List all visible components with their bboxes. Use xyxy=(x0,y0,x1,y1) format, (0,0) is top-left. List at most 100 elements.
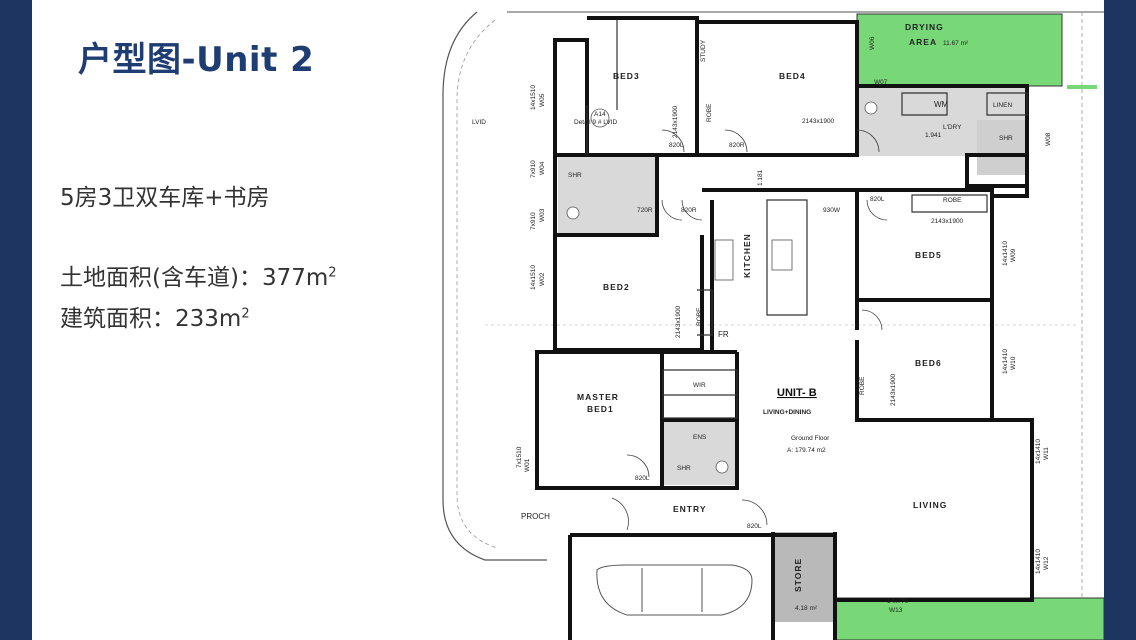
room-label-bed1: BED1 xyxy=(587,404,614,414)
cooktop-icon xyxy=(714,239,734,281)
store-size: 4.18 m² xyxy=(795,605,818,612)
robe-label-bed2: ROBE xyxy=(696,307,703,326)
slide: 户型图-Unit 2 5房3卫双车库+书房 土地面积(含车道)：377m2 建筑… xyxy=(32,0,1104,640)
detail-marker-icon xyxy=(590,108,610,128)
window-tag-w04: W04 xyxy=(539,161,546,175)
room-label-wm: WM xyxy=(934,100,949,109)
window-tag-w09: W09 xyxy=(1010,248,1017,262)
window-size-tag: 14x1410 xyxy=(1002,241,1009,266)
room-label-porch: PROCH xyxy=(521,512,550,521)
room-label-bed5: BED5 xyxy=(915,250,942,260)
window-size-label: 2143x1900 xyxy=(890,373,897,406)
window-tag-w03: W03 xyxy=(539,208,546,222)
window-size-tag: 14x1410 xyxy=(1035,549,1042,574)
store-fill xyxy=(773,532,835,622)
shr-label-1: SHR xyxy=(568,172,582,179)
room-label-drying-area: AREA xyxy=(909,37,937,47)
page-title: 户型图-Unit 2 xyxy=(78,40,315,80)
ensuite-fill xyxy=(662,420,737,485)
land-area-text: 土地面积(含车道)：377m xyxy=(60,265,329,291)
door-label: 930W xyxy=(823,207,841,214)
shr-label-2: SHR xyxy=(999,135,1013,142)
drying-area-fill xyxy=(856,13,1063,87)
floor-plan: BED3 BED4 STUDY DRYING AREA 11.67 m² WM … xyxy=(437,0,1104,640)
land-area: 土地面积(含车道)：377m2 xyxy=(60,258,337,292)
room-label-store: STORE xyxy=(793,558,803,592)
window-size-label: 2143x1900 xyxy=(672,105,679,138)
room-label-study: STUDY xyxy=(700,39,707,62)
window-size-tag: 14x1410 xyxy=(1002,349,1009,374)
window-size-tag: 7x1510 xyxy=(516,446,523,468)
window-size-tag: 7x910 xyxy=(530,212,537,230)
window-tag-w08: W08 xyxy=(1045,132,1052,146)
floor-plan-drawing: BED3 BED4 STUDY DRYING AREA 11.67 m² WM … xyxy=(442,11,1104,640)
garden-area-fill xyxy=(834,597,1104,640)
door-label: 820R xyxy=(681,207,697,214)
thin-walls xyxy=(586,20,1028,419)
drying-area-size: 11.67 m² xyxy=(943,40,969,47)
door-label: 820L xyxy=(747,523,762,530)
detail-marker-text: Detail 9 # LVID xyxy=(574,119,618,126)
room-label-kitchen: KITCHEN xyxy=(742,233,752,278)
shr-fill xyxy=(977,120,1027,175)
window-tags: W01 W02 W03 W04 W05 W06 W07 W08 W09 W10 … xyxy=(516,36,1052,614)
room-label-drying: DRYING xyxy=(905,22,944,32)
hall-dim: 1.181 xyxy=(757,169,764,186)
room-label-laundry: L'DRY xyxy=(943,124,962,131)
room-label-bed4: BED4 xyxy=(779,71,806,81)
building-area: 建筑面积：233m2 xyxy=(60,299,250,333)
sink-icon xyxy=(771,239,793,271)
window-tag-w11: W11 xyxy=(1043,447,1050,460)
room-label-bed2: BED2 xyxy=(603,282,630,292)
ground-floor-area: A: 179.74 m2 xyxy=(787,447,826,454)
room-summary: 5房3卫双车库+书房 xyxy=(60,185,270,211)
bathroom-fill xyxy=(558,155,658,233)
room-label-living: LIVING xyxy=(913,500,947,510)
toilet-icon xyxy=(864,101,878,115)
robe-label-bed4: ROBE xyxy=(706,103,713,122)
door-label: 820L xyxy=(669,142,684,149)
toilet-icon xyxy=(715,460,729,474)
door-label: 820R xyxy=(729,142,745,149)
door-label: 820L xyxy=(870,196,885,203)
window-tag-w05: W05 xyxy=(539,93,546,107)
window-size-label: 2143x1900 xyxy=(675,305,682,338)
laundry-dim: 1.941 xyxy=(925,132,942,139)
window-size-label: 2143x1900 xyxy=(802,118,835,125)
car-icon xyxy=(596,564,753,616)
building-area-unit-sup: 2 xyxy=(241,306,250,322)
room-label-bed6: BED6 xyxy=(915,358,942,368)
window-tag-w13: W13 xyxy=(889,607,903,614)
window-tag-w10: W10 xyxy=(1010,356,1017,370)
green-strip xyxy=(1067,85,1097,89)
room-label-bed3: BED3 xyxy=(613,71,640,81)
door-label: 720R xyxy=(637,207,653,214)
window-tag-w02: W02 xyxy=(539,272,546,286)
lot-boundary xyxy=(442,11,547,561)
room-label-linen: LINEN xyxy=(993,102,1012,109)
room-label-master: MASTER xyxy=(577,392,619,402)
robe-label-bed5: ROBE xyxy=(943,197,962,204)
door-label: 820L xyxy=(635,475,650,482)
lvid-label: LVID xyxy=(472,119,486,126)
unit-label: UNIT- B xyxy=(777,387,817,399)
window-size-tag: 14x770 xyxy=(887,598,909,605)
land-area-unit-sup: 2 xyxy=(328,265,337,281)
window-size-tag: 7x910 xyxy=(530,160,537,178)
window-size-tag: 14x1510 xyxy=(530,85,537,110)
ground-floor-label: Ground Floor xyxy=(791,435,830,442)
toilet-icon xyxy=(566,206,580,220)
window-tag-w06: W06 xyxy=(869,36,876,50)
room-label-living-dining: LIVING+DINING xyxy=(763,409,811,416)
shr-label-3: SHR xyxy=(677,465,691,472)
window-tag-w01: W01 xyxy=(524,458,531,472)
window-tag-w07: W07 xyxy=(874,79,888,86)
setback-line xyxy=(456,19,498,549)
room-label-wir: WIR xyxy=(693,382,706,389)
door-swings xyxy=(611,129,888,531)
room-label-fr: FR xyxy=(718,330,729,339)
building-area-text: 建筑面积：233m xyxy=(60,306,242,332)
window-size-tag: 14x1510 xyxy=(530,265,537,290)
window-size-label: 2143x1900 xyxy=(931,218,964,225)
window-size-tag: 14x1410 xyxy=(1035,439,1042,464)
